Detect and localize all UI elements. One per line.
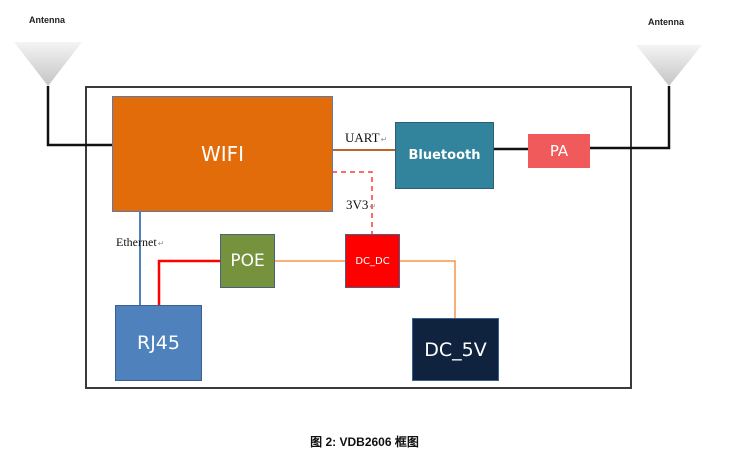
poe-block: POE (220, 234, 275, 288)
antenna-left-icon (14, 42, 82, 86)
pa-block: PA (528, 134, 590, 168)
pa-label: PA (549, 142, 569, 160)
antenna-right-label: Antenna (648, 17, 684, 27)
wire-3v3 (332, 171, 373, 234)
wire-dcdc-dc5v (400, 260, 456, 319)
poe-label: POE (230, 251, 265, 271)
dc5v-block: DC_5V (412, 318, 499, 381)
wire-rj45-poe (157, 259, 221, 306)
dc5v-label: DC_5V (424, 338, 487, 361)
bluetooth-block: Bluetooth (395, 122, 494, 189)
bluetooth-label: Bluetooth (408, 148, 481, 163)
wire-antenna-right (589, 86, 671, 150)
rj45-label: RJ45 (137, 332, 180, 354)
3v3-label: 3V3↵ (346, 197, 377, 212)
antenna-left-label: Antenna (29, 15, 65, 25)
dcdc-label: DC_DC (355, 255, 390, 267)
dcdc-block: DC_DC (345, 234, 400, 288)
wire-antenna-left (46, 86, 113, 147)
uart-label: UART↵ (345, 130, 388, 145)
wifi-block: WIFI (112, 96, 333, 212)
ethernet-label: Ethernet↵ (116, 235, 165, 249)
figure-caption: 图 2: VDB2606 框图 (310, 435, 419, 449)
board-frame (85, 86, 632, 389)
rj45-block: RJ45 (115, 305, 202, 381)
wifi-label: WIFI (200, 142, 245, 166)
antenna-right-icon (636, 45, 702, 86)
